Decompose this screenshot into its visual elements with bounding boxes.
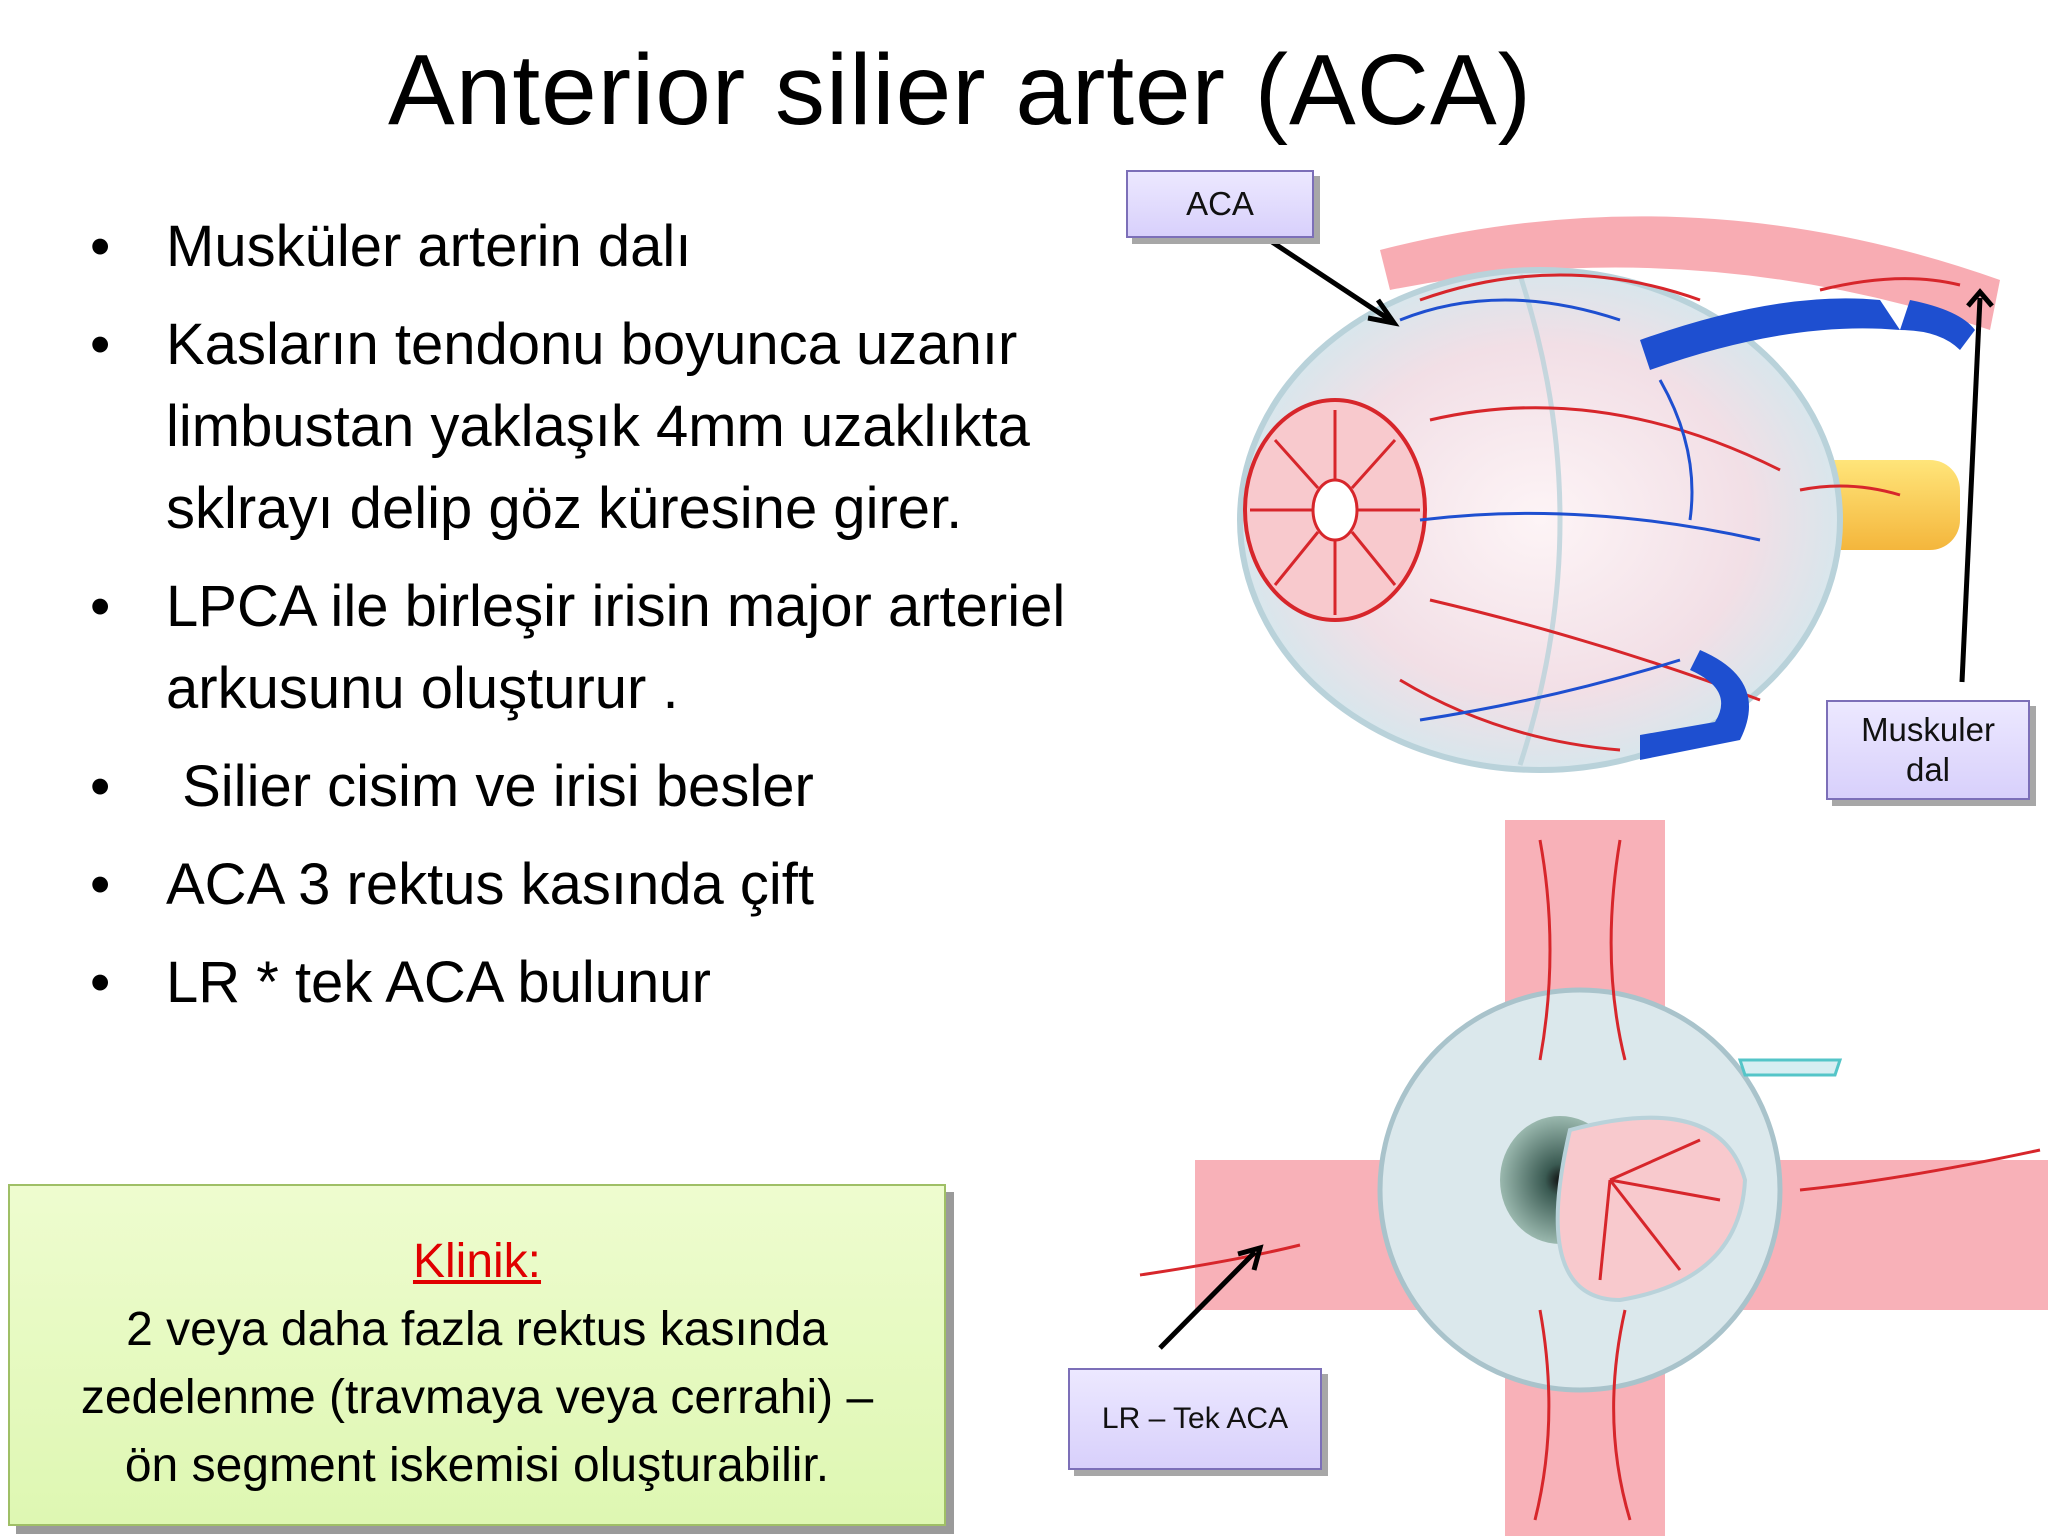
bullet-text: arkusunu oluşturur .: [166, 656, 679, 721]
bullet-dot: •: [90, 312, 111, 377]
vein-end: [1900, 300, 1975, 350]
oblique-tendon: [1737, 1058, 1843, 1077]
bullet-text: Kasların tendonu boyunca uzanır: [166, 312, 1018, 377]
bullet-dot: •: [90, 950, 111, 1015]
bullet-text: Silier cisim ve irisi besler: [166, 754, 814, 819]
vortex-vein-lower: [1640, 650, 1749, 760]
bullet-dot: •: [90, 852, 111, 917]
cutaway-sclera: [1555, 1115, 1748, 1303]
iris-vessels: [1250, 410, 1420, 615]
clinic-text-line: ön segment iskemisi oluşturabilir.: [124, 1439, 830, 1492]
clinic-note-box: Klinik: 2 veya daha fazla rektus kasında…: [8, 1184, 946, 1526]
vortex-vein-upper: [1640, 298, 1900, 370]
bullet-dot: •: [90, 754, 111, 819]
eye-globe: [1237, 267, 1843, 773]
bullet-item: • Kasların tendonu boyunca uzanır limbusta…: [90, 304, 1170, 550]
bullet-text: LPCA ile birleşir irisin major arteriel: [166, 574, 1066, 639]
bullet-list: • Musküler arterin dalı • Kasların tendonu…: [90, 206, 1170, 1040]
bullet-text: sklrayı delip göz küresine girer.: [166, 476, 963, 541]
bullet-dot: •: [90, 574, 111, 639]
bullet-item: • LPCA ile birleşir irisin major arteriel…: [90, 566, 1170, 730]
callout-arrows: [1158, 235, 1994, 1350]
clinic-text-line: 2 veya daha fazla rektus kasında: [126, 1303, 828, 1356]
bullet-item: • LR * tek ACA bulunur: [90, 942, 1170, 1024]
pupil: [1311, 478, 1359, 542]
lateral-eye-figure: [1237, 216, 2000, 773]
anterior-eye-figure: [1139, 820, 2048, 1536]
arteries: [1399, 273, 1961, 752]
muskuler-dal-callout: Muskuler dal: [1826, 700, 2030, 800]
bullet-text: ACA 3 rektus kasında çift: [166, 852, 814, 917]
clinic-text-line: zedelenme (travmaya veya cerrahi) –: [80, 1371, 874, 1424]
callout-line: dal: [1905, 751, 1951, 788]
bullet-item: • Musküler arterin dalı: [90, 206, 1170, 288]
bullet-item: • ACA 3 rektus kasında çift: [90, 844, 1170, 926]
callout-line: Muskuler: [1861, 711, 1995, 748]
bullet-item: • Silier cisim ve irisi besler: [90, 746, 1170, 828]
bullet-text: Musküler arterin dalı: [166, 214, 692, 279]
bullet-text: limbustan yaklaşık 4mm uzaklıkta: [166, 394, 1030, 459]
anterior-vessels: [1139, 839, 2041, 1521]
aca-callout: ACA: [1126, 170, 1314, 238]
slide-title: Anterior silier arter (ACA): [388, 34, 1532, 146]
superior-rectus-muscle: [1380, 216, 2000, 330]
bullet-text: LR * tek ACA bulunur: [166, 950, 711, 1015]
lr-tek-aca-callout: LR – Tek ACA: [1068, 1368, 1322, 1470]
clinic-heading: Klinik:: [412, 1235, 542, 1288]
bullet-dot: •: [90, 214, 111, 279]
veins: [1399, 298, 1761, 722]
